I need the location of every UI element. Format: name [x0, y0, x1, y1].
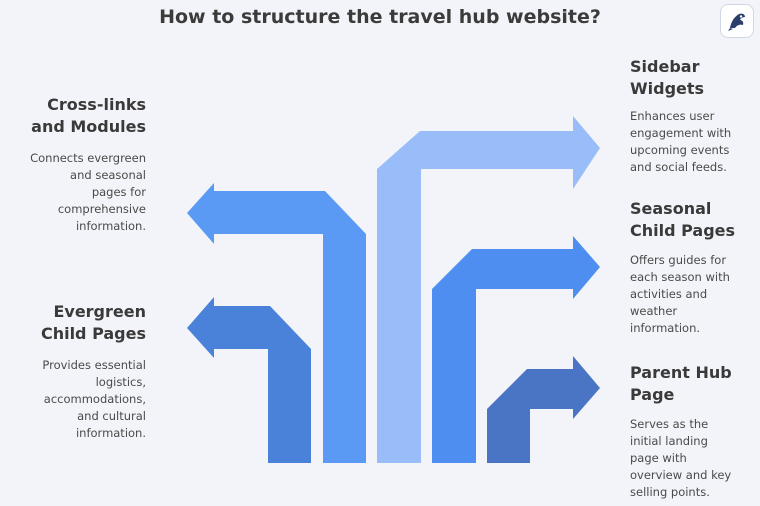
parent-hub-page-block: Parent Hub Page Serves as the initial la…	[630, 362, 758, 501]
sidebar-widgets-heading: Sidebar Widgets	[630, 57, 705, 98]
seasonal-child-pages-heading: Seasonal Child Pages	[630, 199, 736, 240]
cross-links-description: Connects evergreen and seasonal pages fo…	[30, 151, 146, 233]
cross-links-block: Cross-links and Modules Connects evergre…	[8, 94, 146, 235]
seasonal-child-pages-description: Offers guides for each season with activ…	[630, 253, 730, 335]
evergreen-child-pages-description: Provides essential logistics, accommodat…	[42, 358, 146, 440]
parent-hub-page-heading: Parent Hub Page	[630, 363, 732, 404]
cross-links-arrow	[187, 183, 366, 463]
sidebar-widgets-arrow	[377, 116, 600, 463]
seasonal-child-pages-block: Seasonal Child Pages Offers guides for e…	[630, 198, 758, 337]
evergreen-child-pages-heading: Evergreen Child Pages	[40, 302, 146, 343]
evergreen-child-pages-arrow	[187, 297, 311, 463]
parent-hub-page-description: Serves as the initial landing page with …	[630, 417, 732, 499]
diagram-title: How to structure the travel hub website?	[159, 6, 601, 28]
sidebar-widgets-description: Enhances user engagement with upcoming e…	[630, 109, 732, 174]
sidebar-widgets-block: Sidebar Widgets Enhances user engagement…	[630, 56, 758, 176]
napkin-logo-icon	[720, 4, 754, 38]
evergreen-child-pages-block: Evergreen Child Pages Provides essential…	[8, 301, 146, 442]
parent-hub-page-arrow	[487, 356, 600, 463]
seasonal-child-pages-arrow	[432, 236, 600, 463]
cross-links-heading: Cross-links and Modules	[31, 95, 146, 136]
